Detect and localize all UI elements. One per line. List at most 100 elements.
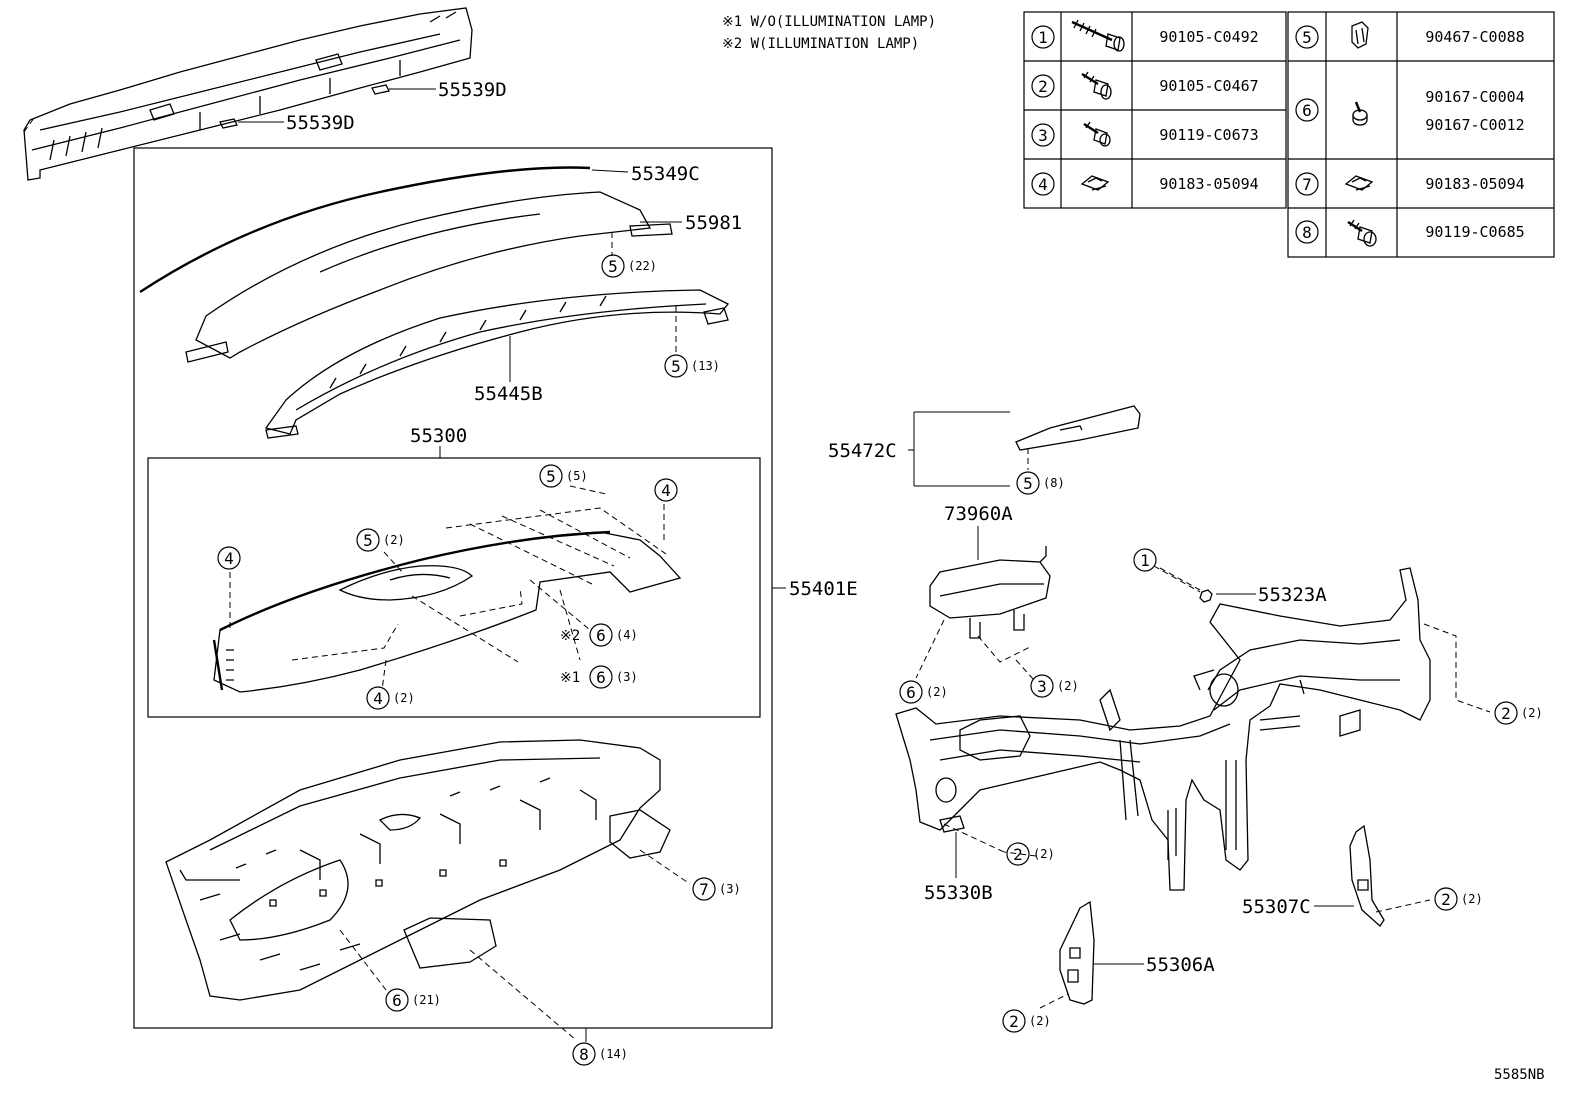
row-num: 2	[1038, 77, 1048, 96]
table-row: 1 90105-C0492	[1031, 19, 1259, 52]
svg-text:(4): (4)	[616, 628, 638, 642]
svg-text:2: 2	[1009, 1012, 1019, 1031]
callouts: 5 (22) (13) 5 (13) 5 (5) 4 5 (2) 4 ※2	[217, 254, 1543, 1066]
table-row: 5 90467-C0088	[1295, 21, 1525, 49]
clip-55539D-b	[219, 118, 238, 129]
svg-text:(2): (2)	[1461, 892, 1483, 906]
bolt-icon	[1347, 219, 1377, 247]
fastener-table: 1 90105-C0492 2 90105-C0467 3	[1023, 11, 1555, 258]
cowl-panel	[23, 7, 473, 181]
note-2: ※2 W(ILLUMINATION LAMP)	[722, 36, 919, 52]
row-part: 90167-C0012	[1425, 116, 1524, 134]
callout-2-2-307: 2 (2)	[1434, 887, 1483, 911]
label-55472C: 55472C	[828, 440, 897, 462]
svg-text:2: 2	[1501, 704, 1511, 723]
svg-text:(2): (2)	[383, 533, 405, 547]
table-row: 2 90105-C0467	[1031, 71, 1259, 100]
label-55445B: 55445B	[474, 383, 543, 405]
row-part: 90183-05094	[1425, 175, 1524, 193]
svg-text:(3): (3)	[616, 670, 638, 684]
svg-text:(2): (2)	[1033, 847, 1055, 861]
label-55300: 55300	[410, 425, 467, 447]
row-num: 4	[1038, 175, 1048, 194]
table-row: 6 90167-C0004 90167-C0012	[1295, 88, 1525, 134]
callout-5-13: (13) 5 (13)	[664, 354, 720, 378]
svg-text:(14): (14)	[599, 1047, 628, 1061]
bolt-icon	[1071, 19, 1125, 52]
svg-text:6: 6	[392, 991, 402, 1010]
callout-3-2: 3 (2)	[1030, 674, 1079, 698]
svg-text:(2): (2)	[1521, 706, 1543, 720]
svg-text:(21): (21)	[412, 993, 441, 1007]
steering-support	[895, 567, 1431, 891]
svg-text:7: 7	[699, 880, 709, 899]
callout-2-2-right: 2 (2)	[1494, 701, 1543, 725]
molding-55349C	[139, 166, 591, 294]
callout-2-2-mid: 2 (2)	[1006, 842, 1055, 866]
bracket-55306A	[1059, 900, 1095, 1005]
airbag-73960A	[929, 546, 1051, 639]
svg-text:6: 6	[906, 683, 916, 702]
callout-7-3: 7 (3)	[692, 877, 741, 901]
label-55306A: 55306A	[1146, 954, 1215, 976]
assembly-box-55300	[147, 457, 761, 718]
diagram-code: 5585NB	[1494, 1067, 1545, 1083]
label-55401E: 55401E	[789, 578, 858, 600]
callout-6-4: ※2 6 (4)	[560, 623, 638, 647]
clip-icon	[1344, 175, 1374, 191]
svg-text:(2): (2)	[393, 691, 415, 705]
table-row: 8 90119-C0685	[1295, 219, 1525, 247]
svg-text:(2): (2)	[926, 685, 948, 699]
svg-text:4: 4	[661, 481, 671, 500]
screw-icon	[1352, 101, 1368, 126]
row-part: 90119-C0685	[1425, 223, 1524, 241]
row-num: 3	[1038, 126, 1048, 145]
svg-text:5: 5	[363, 531, 373, 550]
callout-5-5: 5 (5)	[539, 464, 588, 488]
svg-text:(5): (5)	[566, 469, 588, 483]
svg-text:4: 4	[373, 689, 383, 708]
svg-text:(2): (2)	[1057, 679, 1079, 693]
nut-55323A	[1199, 589, 1213, 603]
svg-text:(22): (22)	[628, 259, 657, 273]
svg-text:6: 6	[596, 668, 606, 687]
panel-55472C	[1015, 405, 1141, 451]
instrument-panel-pad	[212, 530, 682, 693]
svg-text:(2): (2)	[1029, 1014, 1051, 1028]
clip-icon	[1080, 175, 1110, 191]
row-part: 90183-05094	[1159, 175, 1258, 193]
clip-55539D-a	[371, 84, 390, 95]
svg-text:5: 5	[1023, 474, 1033, 493]
row-part: 90105-C0492	[1159, 28, 1258, 46]
callout-2-2-306: 2 (2)	[1002, 1009, 1051, 1033]
callout-4-left: 4	[217, 546, 241, 570]
svg-text:2: 2	[1013, 845, 1023, 864]
callout-6-3: ※1 6 (3)	[560, 665, 638, 689]
bolt-icon	[1083, 121, 1111, 147]
row-part: 90467-C0088	[1425, 28, 1524, 46]
table-row: 3 90119-C0673	[1031, 121, 1259, 147]
svg-text:5: 5	[546, 467, 556, 486]
label-55981: 55981	[685, 212, 742, 234]
svg-text:※2: ※2	[560, 628, 580, 644]
row-part: 90105-C0467	[1159, 77, 1258, 95]
svg-text:(13): (13)	[691, 359, 720, 373]
row-part: 90119-C0673	[1159, 126, 1258, 144]
svg-text:2: 2	[1441, 890, 1451, 909]
label-73960A: 73960A	[944, 503, 1013, 525]
label-55307C: 55307C	[1242, 896, 1311, 918]
callout-5-8: 5 (8)	[1016, 471, 1065, 495]
label-55323A: 55323A	[1258, 584, 1327, 606]
svg-text:5: 5	[671, 357, 681, 376]
svg-text:6: 6	[596, 626, 606, 645]
table-row: 4 90183-05094	[1031, 172, 1259, 196]
callout-4-top: 4	[654, 478, 678, 502]
note-1: ※1 W/O(ILLUMINATION LAMP)	[722, 14, 936, 30]
callout-5-2: 5 (2)	[356, 528, 405, 552]
table-row: 7 90183-05094	[1295, 172, 1525, 196]
callout-8-14: 8 (14)	[572, 1042, 628, 1066]
callout-5-22: 5 (22)	[601, 254, 657, 278]
row-num: 1	[1038, 28, 1048, 47]
svg-text:3: 3	[1037, 677, 1047, 696]
callout-6-2: 6 (2)	[899, 680, 948, 704]
